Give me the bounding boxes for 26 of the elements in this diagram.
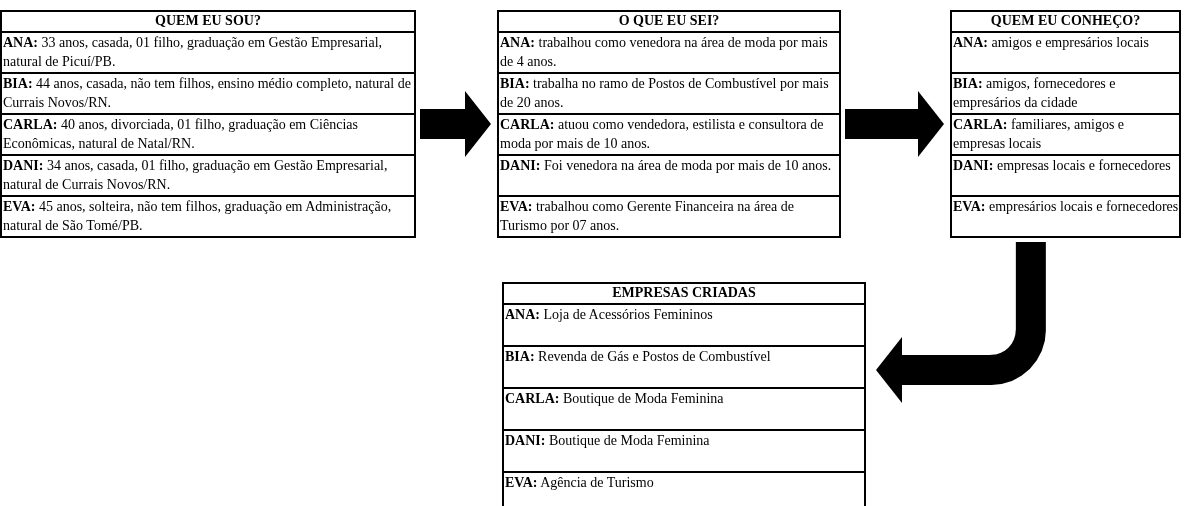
table-cell-text: DANI: 34 anos, casada, 01 filho, graduação em Gestão Empresarial, natural de Currais Novos/RN. [2, 157, 389, 194]
table-cell-text: CARLA: atuou como vendedora, estilista e consultora de moda por mais de 10 anos. [499, 116, 825, 153]
table-header: O QUE EU SEI? [617, 12, 721, 30]
table-cell-text: EVA: trabalhou como Gerente Financeira na área de Turismo por 07 anos. [499, 198, 795, 235]
table [0, 10, 416, 238]
table-cell-text: DANI: Foi venedora na área de moda por mais de 10 anos. [499, 157, 833, 175]
table-cell-text: DANI: empresas locais e fornecedores [952, 157, 1172, 175]
table-cell-text: EVA: empresários locais e fornecedores [952, 198, 1179, 216]
table-cell-text: ANA: Loja de Acessórios Femininos [504, 306, 714, 324]
table-cell-text: EVA: Agência de Turismo [504, 474, 655, 492]
table-cell-text: ANA: 33 anos, casada, 01 filho, graduação em Gestão Empresarial, natural de Picuí/PB. [2, 34, 384, 71]
table-cell-text: EVA: 45 anos, solteira, não tem filhos, graduação em Administração, natural de São Tomé/PB. [2, 198, 393, 235]
table [502, 282, 866, 506]
table [497, 10, 841, 238]
table-cell-text: ANA: amigos e empresários locais [952, 34, 1150, 52]
table-cell-text: ANA: trabalhou como venedora na área de moda por mais de 4 anos. [499, 34, 829, 71]
table-cell-text: BIA: trabalha no ramo de Postos de Combustível por mais de 20 anos. [499, 75, 830, 112]
table-header: QUEM EU CONHEÇO? [989, 12, 1142, 30]
table-header: EMPRESAS CRIADAS [611, 284, 757, 302]
table-cell-text: BIA: Revenda de Gás e Postos de Combustível [504, 348, 772, 366]
table-cell-text: DANI: Boutique de Moda Feminina [504, 432, 711, 450]
table [950, 10, 1181, 238]
table-header: QUEM EU SOU? [154, 12, 262, 30]
table-cell-text: CARLA: Boutique de Moda Feminina [504, 390, 725, 408]
table-cell-text: BIA: 44 anos, casada, não tem filhos, ensino médio completo, natural de Currais Novos/RN. [2, 75, 412, 112]
table-cell-text: CARLA: 40 anos, divorciada, 01 filho, graduação em Ciências Econômicas, natural de Natal/RN. [2, 116, 359, 153]
